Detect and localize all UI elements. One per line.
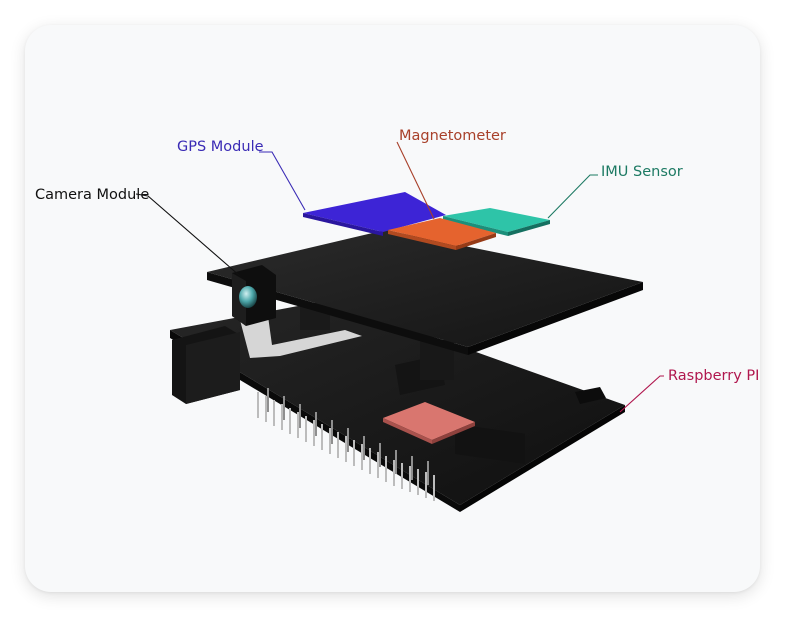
magnetometer-chip bbox=[388, 218, 496, 250]
raspberry-pi-label: Raspberry PI bbox=[668, 368, 760, 384]
magnetometer-leader-line bbox=[396, 141, 435, 220]
camera-module-label: Camera Module bbox=[35, 187, 150, 203]
raspberry-leader-line bbox=[619, 375, 664, 413]
soc-chip bbox=[383, 402, 475, 440]
camera-module bbox=[232, 265, 276, 326]
imu-chip bbox=[443, 208, 550, 236]
gps-leader-line bbox=[259, 151, 306, 211]
gpio-pins bbox=[257, 392, 435, 501]
gps-chip bbox=[303, 192, 446, 236]
ribbon-cable bbox=[240, 316, 362, 358]
gps-module-label: GPS Module bbox=[177, 139, 264, 155]
imu-leader-line bbox=[547, 174, 598, 219]
camera-leader-line bbox=[135, 193, 241, 277]
camera-lens bbox=[239, 286, 257, 308]
imu-sensor-label: IMU Sensor bbox=[601, 164, 683, 180]
magnetometer-label: Magnetometer bbox=[399, 128, 506, 144]
